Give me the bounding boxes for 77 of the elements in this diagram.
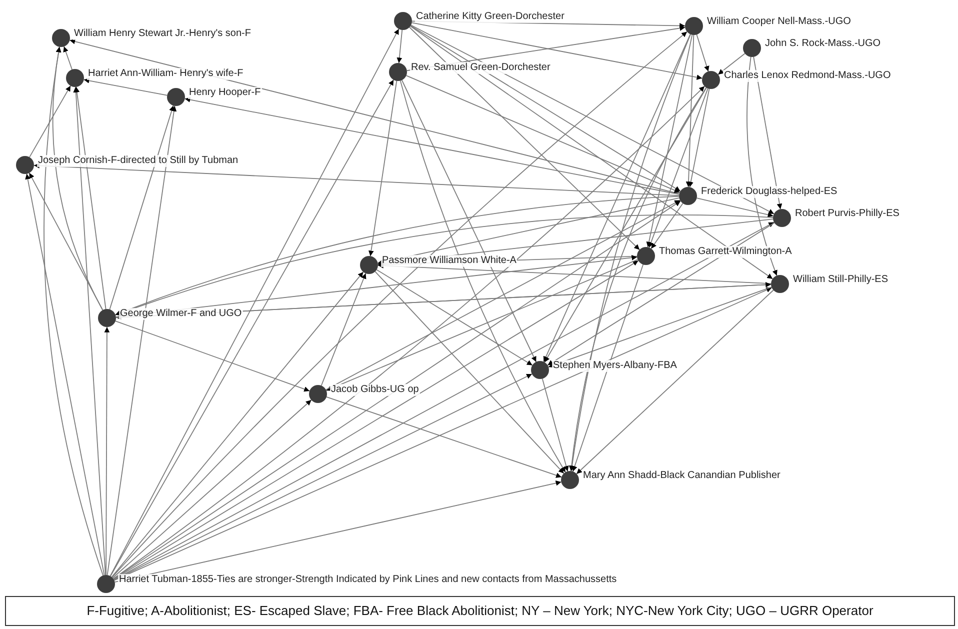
arrow [410, 25, 681, 192]
arrow [576, 290, 774, 474]
arrow [409, 26, 640, 250]
node-label: William Henry Stewart Jr.-Henry's son-F [73, 28, 252, 40]
arrow [411, 22, 703, 80]
arrow [325, 200, 681, 390]
arrow [569, 34, 691, 472]
node-label: Jacob Gibbs-UG op [330, 384, 420, 396]
arrow [542, 378, 569, 472]
node-label: Catherine Kitty Green-Dorchester [415, 11, 566, 23]
arrow [696, 198, 774, 218]
arrow [326, 259, 638, 391]
arrow [184, 97, 680, 195]
arrow [696, 34, 710, 72]
arrow [548, 286, 772, 368]
arrow [109, 105, 174, 310]
arrow [83, 78, 168, 96]
arrow [114, 287, 772, 581]
node-label: Robert Purvis-Philly-ES [794, 208, 900, 220]
arrow [112, 400, 312, 578]
arrow [104, 326, 110, 576]
arrow [115, 214, 774, 316]
arrow [686, 34, 694, 188]
arrow [648, 88, 708, 248]
arrow [401, 80, 537, 362]
arrow [376, 269, 533, 366]
arrow [114, 480, 562, 582]
arrow [718, 53, 746, 75]
node-label: Thomas Garrett-Wilmington-A [658, 246, 793, 258]
arrow [44, 46, 104, 576]
arrow [400, 80, 566, 473]
arrow [28, 172, 104, 311]
arrow [73, 86, 106, 576]
arrow [406, 75, 680, 193]
arrow [547, 222, 775, 366]
node-label: Passmore Williamson White-A [381, 255, 518, 267]
node-label: Joseph Cornish-F-directed to Still by Tubman [37, 155, 240, 167]
node-label: Stephen Myers-Albany-FBA [552, 360, 678, 372]
arrow [113, 260, 639, 580]
node-label: William Still-Philly-ES [792, 274, 890, 286]
arrow [326, 396, 562, 478]
node-label: Mary Ann Shadd-Black Canandian Publisher [582, 470, 782, 482]
node-label: Rev. Samuel Green-Dorchester [410, 62, 552, 74]
node-label: Charles Lenox Redmond-Mass.-UGO [723, 70, 892, 82]
arrow [410, 26, 774, 280]
arrow [368, 80, 398, 257]
arrow [113, 222, 775, 580]
arrow [396, 30, 403, 64]
node-label: William Cooper Nell-Mass.-UGO [706, 16, 852, 28]
arrow [374, 271, 564, 474]
node-label: Henry Hooper-F [188, 87, 262, 99]
arrow [544, 87, 707, 363]
arrow [34, 162, 680, 196]
arrow [52, 46, 104, 311]
arrow [114, 196, 680, 316]
arrow [646, 34, 693, 248]
arrow [111, 272, 364, 578]
arrow [106, 105, 177, 576]
arrow [25, 173, 105, 576]
arrow [69, 38, 680, 194]
arrow [115, 320, 310, 392]
arrow [29, 85, 71, 158]
arrow [688, 88, 710, 188]
arrow [74, 86, 106, 310]
arrow [543, 34, 691, 362]
arrow [377, 197, 680, 265]
node-label: George Wilmer-F and UGO [119, 308, 243, 320]
arrow [572, 264, 644, 472]
arrow [320, 272, 366, 386]
arrow [378, 262, 772, 284]
arrow [568, 87, 707, 472]
arrow [650, 202, 684, 250]
legend-note: F-Fugitive; A-Abolitionist; ES- Escaped Slave; FBA- Free Black Abolitionist; NY – New York; NYC-New York City; UGO – UGRR Operator [86, 602, 874, 620]
node-label: Frederick Douglass-helped-ES [700, 186, 838, 198]
node-label: Harriet Ann-William- Henry's wife-F [87, 68, 244, 80]
node-label: Harriet Tubman-1855-Ties are stronger-Strength Indicated by Pink Lines and new contacts from Massachussetts [118, 574, 618, 586]
arrow [63, 46, 72, 70]
